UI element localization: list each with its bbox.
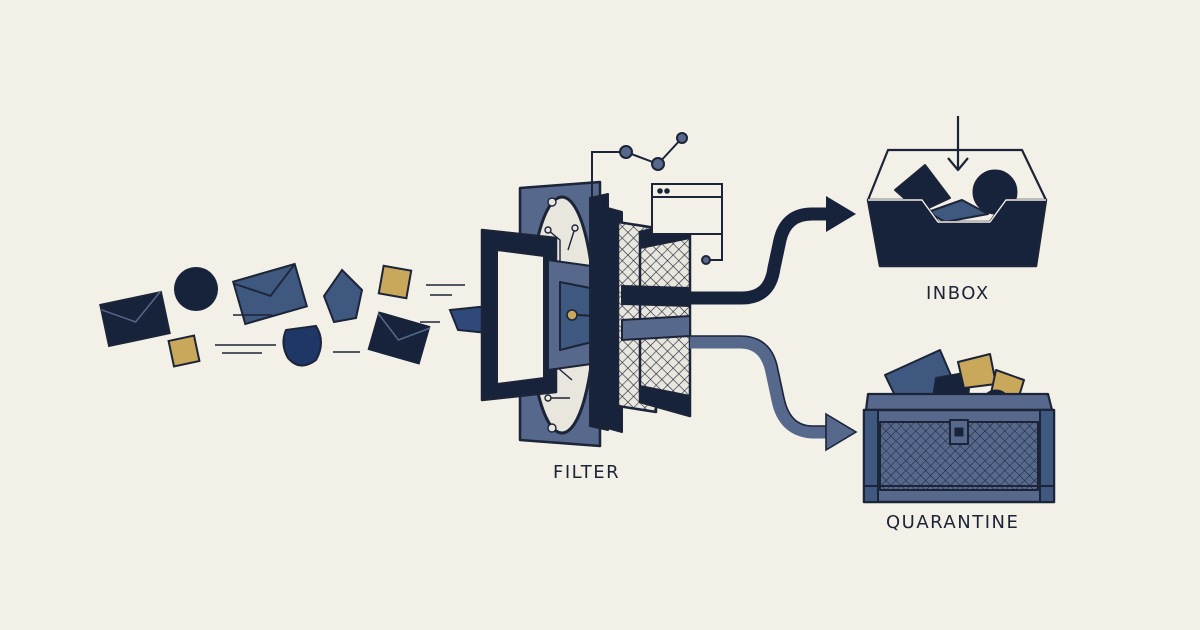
quarantine-label: QUARANTINE	[886, 512, 1020, 533]
gold-square-icon	[167, 334, 201, 368]
inbox-arrow	[690, 196, 856, 305]
analytics-graph-icon	[591, 132, 688, 198]
incoming-items	[99, 262, 510, 368]
inbox-label: INBOX	[926, 283, 990, 304]
pentagon-shape-icon	[322, 268, 364, 324]
filter-mechanism	[480, 180, 692, 448]
browser-window-icon	[651, 183, 723, 265]
down-arrow-icon	[947, 116, 969, 172]
filter-label: FILTER	[553, 462, 621, 483]
inbox-tray	[866, 116, 1048, 268]
envelope-icon	[99, 290, 171, 348]
droplet-shape-icon	[282, 324, 322, 367]
motion-lines	[215, 284, 465, 354]
envelope-icon	[367, 311, 431, 365]
quarantine-chest	[862, 349, 1056, 504]
circle-shape-icon	[174, 267, 218, 311]
gold-square-icon	[377, 264, 413, 300]
envelope-icon	[231, 262, 309, 326]
quarantine-arrow	[690, 335, 858, 452]
